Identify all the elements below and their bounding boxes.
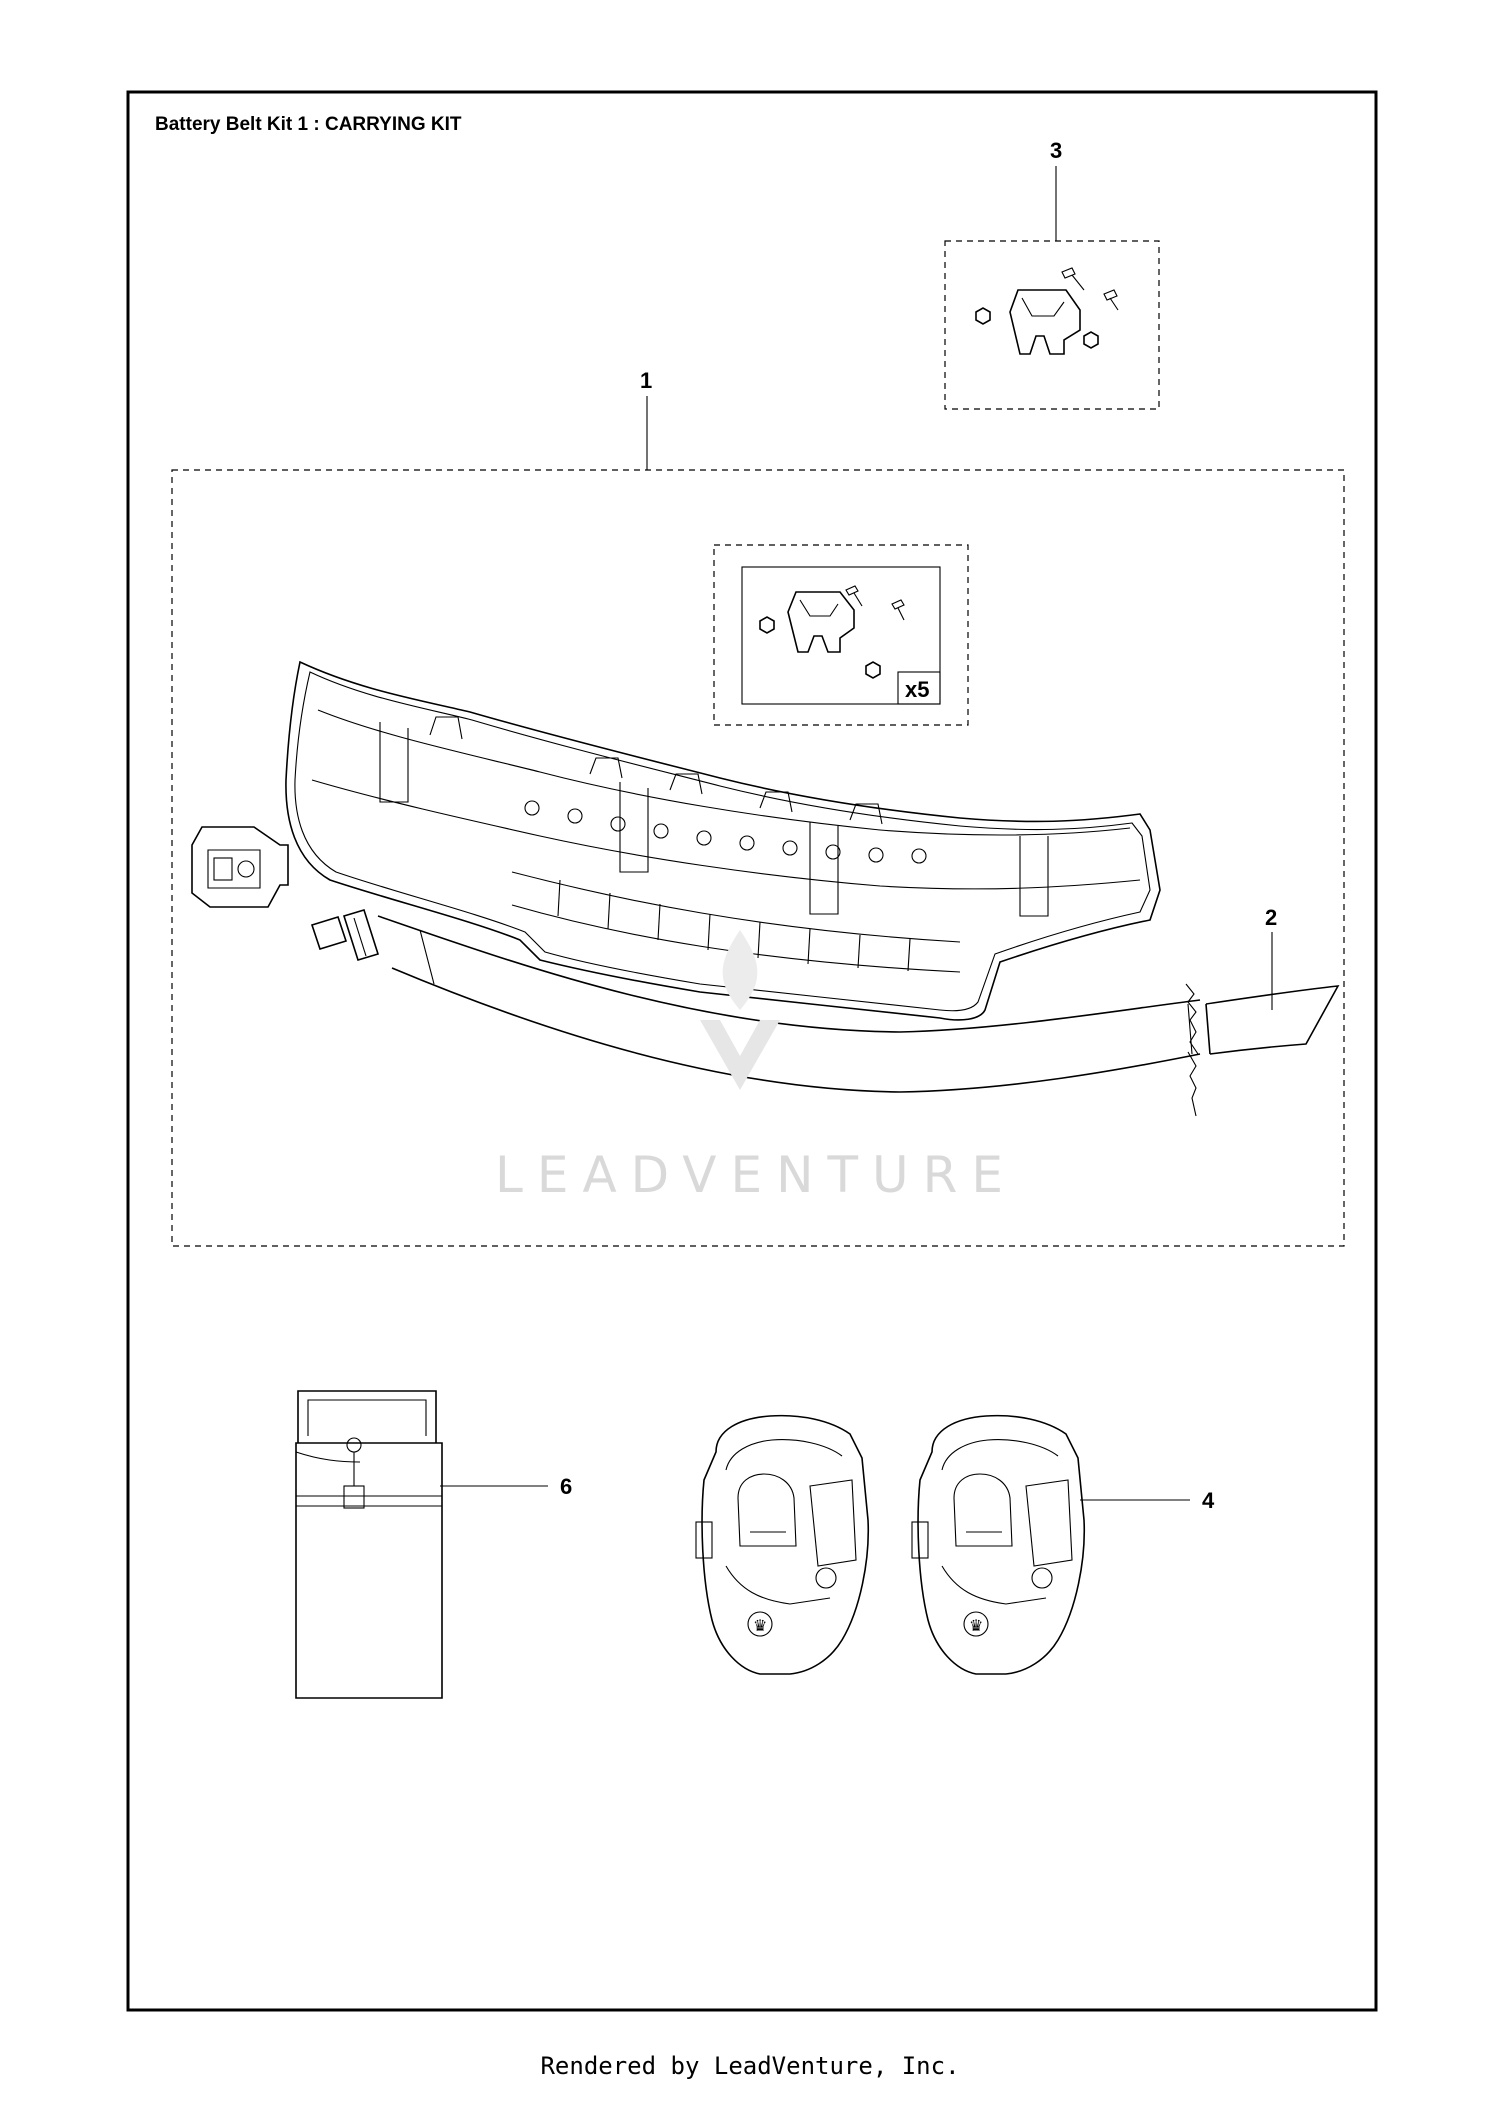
battery-holder-right: ♛: [911, 1414, 1086, 1675]
part-3-clip-kit[interactable]: 3: [944, 138, 1160, 410]
part-4-battery-holders[interactable]: ♛ ♛ 4: [695, 1414, 1215, 1675]
diagram-title: Battery Belt Kit 1 : CARRYING KIT: [155, 114, 462, 135]
part-6-pouch[interactable]: 6: [295, 1390, 572, 1699]
callout-2: 2: [1265, 905, 1277, 930]
belt-buckle: [191, 826, 380, 961]
callout-3: 3: [1050, 138, 1062, 163]
part-1-belt-assembly[interactable]: 1 x5: [171, 368, 1345, 1247]
part-2-waist-strap[interactable]: 2: [1265, 905, 1277, 1010]
multiplier-label: x5: [905, 677, 929, 702]
watermark-text: LEADVENTURE: [495, 1146, 1017, 1204]
diagram-frame: [126, 90, 1378, 2012]
callout-1: 1: [640, 368, 652, 393]
leadventure-watermark: LEADVENTURE: [495, 930, 1017, 1204]
brand-logo: ♛: [753, 1616, 767, 1635]
belt-pocket-row: [511, 871, 961, 973]
battery-holder-left: ♛: [695, 1414, 870, 1675]
callout-6: 6: [560, 1474, 572, 1499]
belt-loops: [379, 716, 1049, 917]
footer-credit: Rendered by LeadVenture, Inc.: [540, 2052, 960, 2080]
clip-kit-x5: x5: [713, 544, 969, 726]
brand-logo: ♛: [969, 1616, 983, 1635]
belt-adjust-holes: [524, 800, 927, 864]
callout-4: 4: [1202, 1488, 1215, 1513]
